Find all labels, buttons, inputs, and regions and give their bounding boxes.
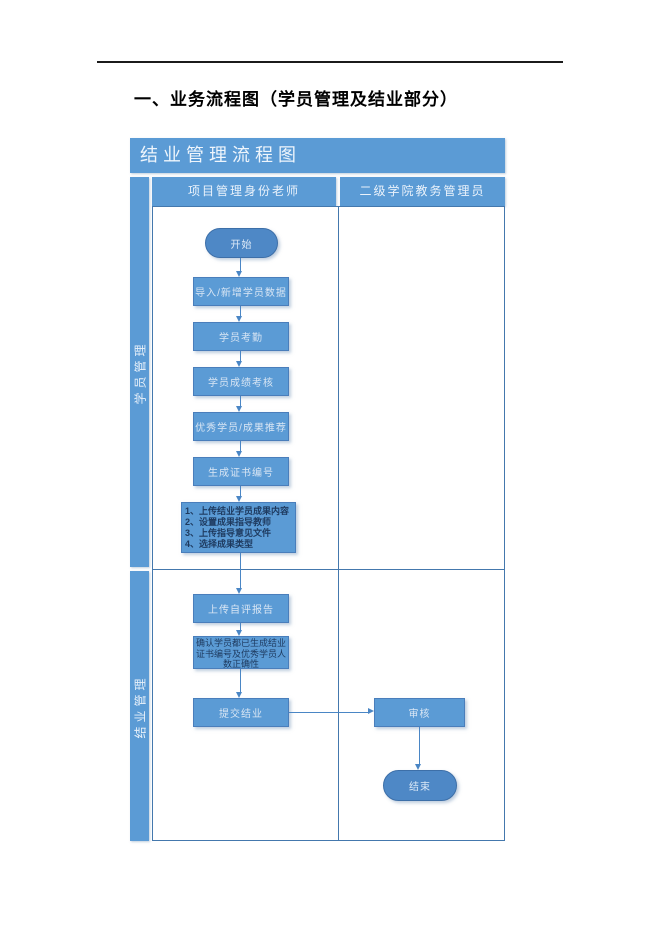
confirm-check-node: 确认学员都已生成结业 证书编号及优秀学员人 数正确性 bbox=[193, 636, 289, 669]
upload-tasks-node: 1、上传结业学员成果内容 2、设置成果指导教师 3、上传指导意见文件 4、选择成… bbox=[181, 502, 296, 553]
task-item: 1、上传结业学员成果内容 bbox=[185, 506, 290, 516]
arrow-start-to-import bbox=[236, 258, 243, 277]
arrow-confirm-to-submit bbox=[236, 669, 243, 698]
score-assessment-node: 学员成绩考核 bbox=[193, 367, 289, 396]
task-item: 4、选择成果类型 bbox=[185, 539, 254, 549]
submit-completion-node: 提交结业 bbox=[193, 698, 289, 727]
excellent-recommend-node: 优秀学员/成果推荐 bbox=[193, 412, 289, 441]
review-node: 审核 bbox=[374, 698, 465, 727]
arrow-recommend-to-certno bbox=[236, 441, 243, 457]
import-student-data-node: 导入/新增学员数据 bbox=[193, 277, 289, 306]
flowchart-title-bar: 结业管理流程图 bbox=[130, 138, 505, 173]
end-node: 结束 bbox=[383, 770, 457, 801]
arrow-attendance-to-assessment bbox=[236, 351, 243, 367]
arrow-tasks-to-selfreport bbox=[236, 553, 243, 594]
generate-cert-no-node: 生成证书编号 bbox=[193, 457, 289, 486]
arrow-selfreport-to-confirm bbox=[236, 623, 243, 636]
page-title: 一、业务流程图（学员管理及结业部分） bbox=[134, 90, 458, 109]
lane-label-text: 学员管理 bbox=[133, 339, 148, 405]
arrow-certno-to-tasks bbox=[236, 486, 243, 502]
upload-self-report-node: 上传自评报告 bbox=[193, 594, 289, 623]
header-rule bbox=[97, 61, 563, 63]
attendance-node: 学员考勤 bbox=[193, 322, 289, 351]
flowchart: 结业管理流程图 项目管理身份老师 二级学院教务管理员 学员管理 结业管理 开始 … bbox=[130, 138, 505, 845]
lane-label-student-management: 学员管理 bbox=[130, 177, 149, 567]
arrow-import-to-attendance bbox=[236, 306, 243, 322]
task-item: 3、上传指导意见文件 bbox=[185, 528, 272, 538]
confirm-line: 数正确性 bbox=[222, 659, 259, 669]
column-divider-line bbox=[338, 206, 339, 841]
arrow-assessment-to-recommend bbox=[236, 396, 243, 412]
start-node: 开始 bbox=[205, 228, 278, 258]
column-header-college-admin: 二级学院教务管理员 bbox=[340, 177, 505, 206]
confirm-line: 确认学员都已生成结业 bbox=[195, 638, 286, 648]
arrow-submit-to-review bbox=[289, 708, 374, 715]
lane-label-text: 结业管理 bbox=[133, 673, 148, 739]
lane-divider-line bbox=[152, 569, 505, 570]
column-header-project-teacher: 项目管理身份老师 bbox=[152, 177, 336, 206]
arrow-review-to-end bbox=[415, 727, 422, 770]
confirm-line: 证书编号及优秀学员人 bbox=[195, 648, 286, 659]
task-item: 2、设置成果指导教师 bbox=[185, 517, 272, 527]
lane-label-completion-management: 结业管理 bbox=[130, 571, 149, 841]
